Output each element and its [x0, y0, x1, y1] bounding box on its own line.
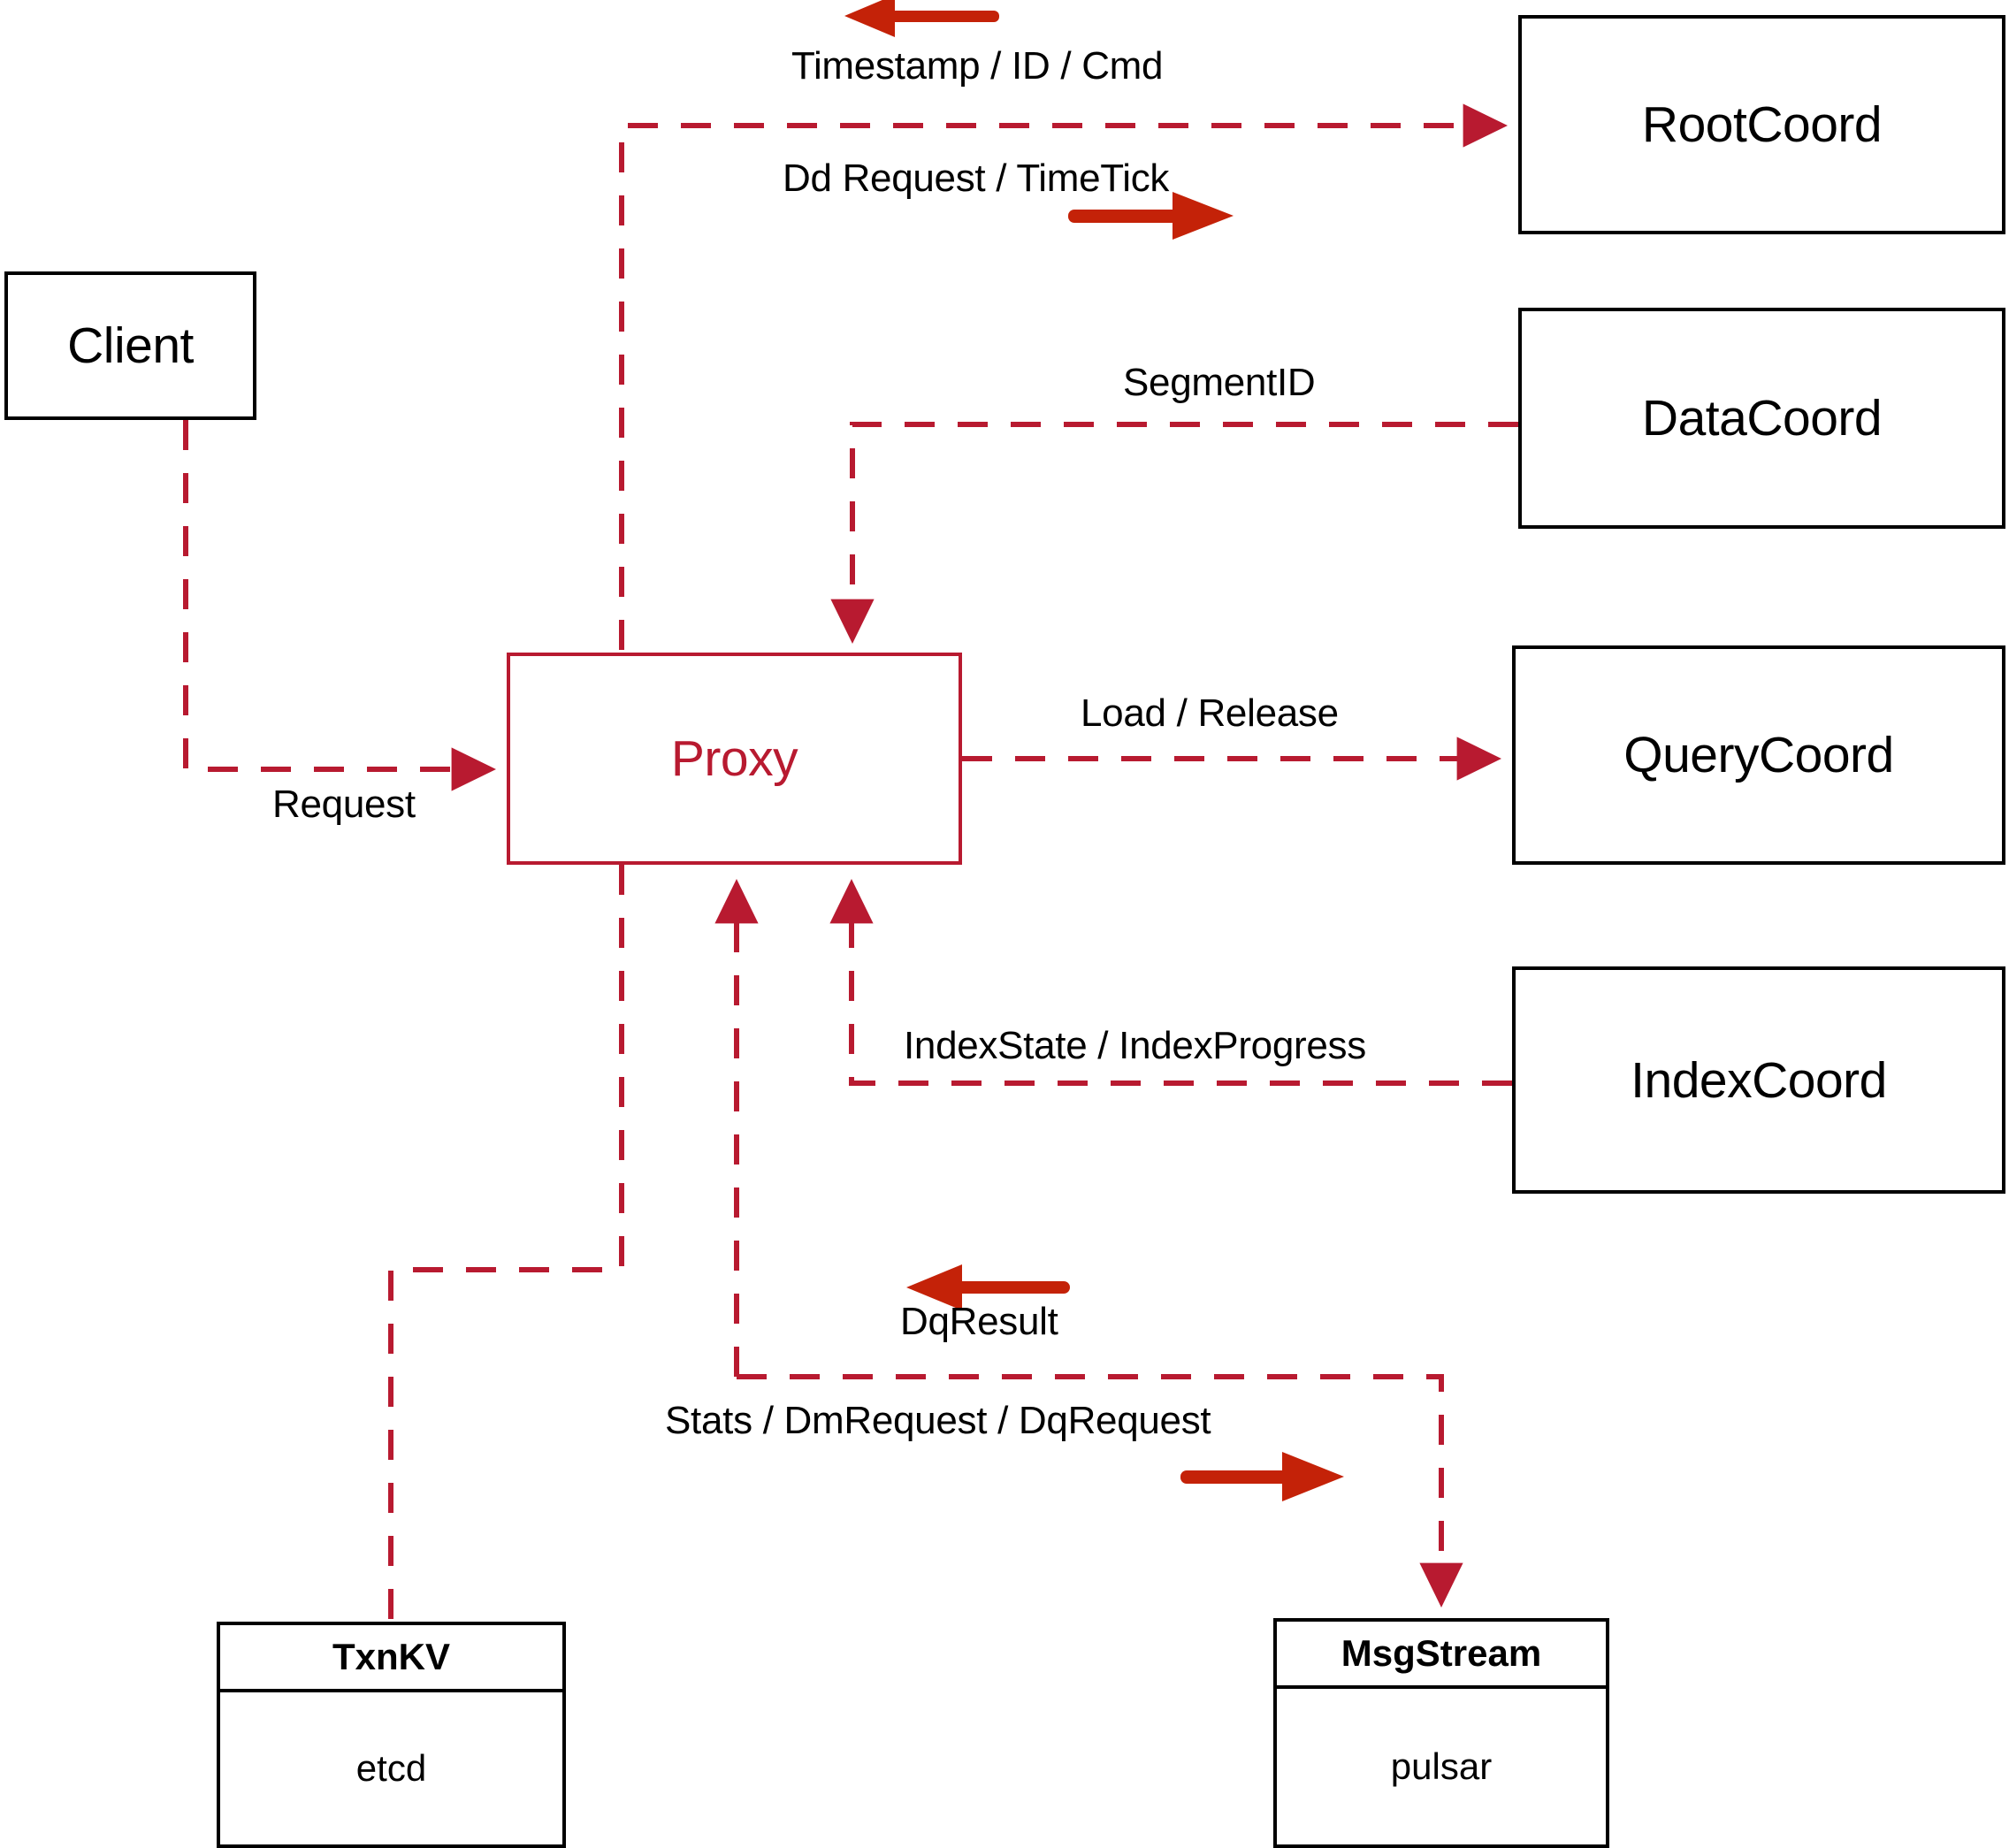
edge-label-request: Request: [272, 783, 416, 826]
edge-label-index-state-progress: IndexState / IndexProgress: [904, 1024, 1366, 1067]
node-proxy[interactable]: Proxy: [507, 653, 962, 865]
edge-label-dq-result: DqResult: [900, 1300, 1058, 1343]
node-proxy-label: Proxy: [670, 730, 798, 787]
node-rootcoord[interactable]: RootCoord: [1518, 15, 2005, 234]
node-msgstream-impl: pulsar: [1390, 1745, 1493, 1787]
edge-label-load-release: Load / Release: [1081, 691, 1339, 735]
edge-proxy-to-rootcoord: [619, 103, 1508, 650]
node-msgstream-title: MsgStream: [1277, 1622, 1606, 1689]
node-datacoord[interactable]: DataCoord: [1518, 308, 2005, 529]
edge-client-to-proxy: [183, 420, 496, 791]
node-client-label: Client: [67, 317, 194, 374]
node-indexcoord-label: IndexCoord: [1631, 1051, 1887, 1109]
dq-result-direction-arrow: [906, 1264, 1070, 1310]
node-indexcoord[interactable]: IndexCoord: [1512, 966, 2005, 1194]
edge-label-timestamp-id-cmd: Timestamp / ID / Cmd: [791, 44, 1164, 88]
edge-proxy-to-msgstream: [737, 1374, 1463, 1607]
node-client[interactable]: Client: [4, 271, 256, 420]
edge-indexcoord-to-proxy: [829, 879, 1512, 1086]
edge-label-segment-id: SegmentID: [1123, 361, 1316, 404]
node-querycoord-label: QueryCoord: [1623, 727, 1894, 783]
node-datacoord-label: DataCoord: [1641, 390, 1883, 447]
edge-proxy-to-txnkv: [388, 865, 624, 1622]
edge-label-dd-request-timetick: Dd Request / TimeTick: [783, 157, 1170, 200]
timestamp-direction-arrow: [844, 0, 999, 37]
stats-request-direction-arrow: [1180, 1452, 1344, 1501]
node-querycoord[interactable]: QueryCoord: [1512, 645, 2005, 865]
node-msgstream[interactable]: MsgStream pulsar: [1273, 1618, 1609, 1848]
node-txnkv-impl: etcd: [355, 1747, 427, 1789]
edge-label-stats-dm-dq-request: Stats / DmRequest / DqRequest: [665, 1399, 1211, 1442]
node-txnkv-title: TxnKV: [220, 1625, 562, 1692]
dd-request-direction-arrow: [1068, 192, 1234, 240]
edge-datacoord-to-proxy: [830, 422, 1518, 644]
node-rootcoord-label: RootCoord: [1641, 96, 1883, 153]
node-txnkv[interactable]: TxnKV etcd: [217, 1622, 566, 1848]
